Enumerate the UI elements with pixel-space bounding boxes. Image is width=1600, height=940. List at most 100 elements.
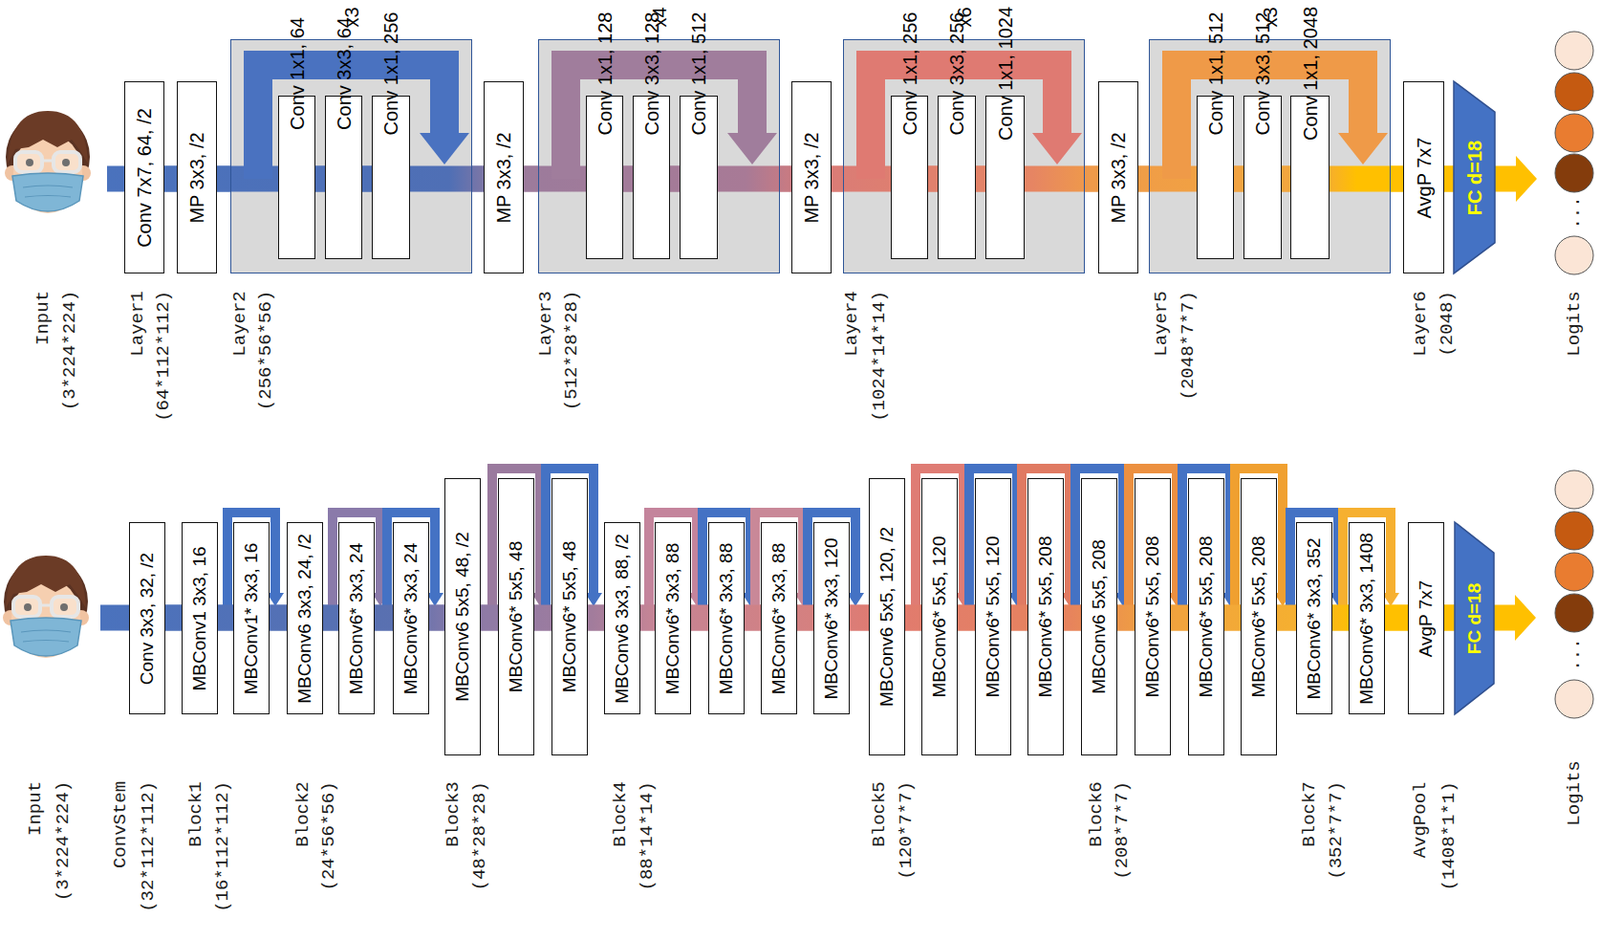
layer-box: MBConv6* 5x5, 120	[974, 477, 1012, 756]
mask	[10, 617, 82, 656]
tensor-label: ...	[1564, 637, 1585, 671]
layer-text: Conv 1x1, 256	[899, 12, 921, 136]
layer-text: AvgP 7x7	[1416, 579, 1437, 657]
layer-box: MBConv1* 3x3, 16	[233, 521, 270, 714]
tensor-label: (3*224*224)	[60, 290, 81, 411]
output-arrowhead	[1515, 155, 1537, 202]
feature-flow	[1384, 605, 1408, 631]
feature-flow	[1444, 605, 1455, 631]
tensor-label: (256*56*56)	[256, 290, 277, 411]
layer-text: MBConv6* 5x5, 208	[1196, 536, 1217, 698]
layer-text: MBConv6* 3x3, 88	[663, 541, 684, 693]
repeat-count: x3	[1259, 6, 1281, 27]
repeat-block: Conv 1x1, 256Conv 3x3, 256Conv 1x1, 1024…	[843, 39, 1085, 274]
feature-flow	[744, 605, 761, 631]
layer-text: MBConv6* 5x5, 208	[1249, 536, 1270, 698]
logit-unit	[1555, 153, 1594, 193]
layer-text: Conv 1x1, 256	[380, 12, 402, 136]
feature-flow	[269, 605, 287, 631]
layer-text: MBConv6* 5x5, 120	[983, 536, 1004, 698]
layer-box: Conv 3x3, 512	[1243, 95, 1282, 260]
feature-flow	[975, 166, 986, 193]
layer-text: MBConv6* 3x3, 88	[716, 541, 737, 693]
layer-text: MBConv6* 5x5, 208	[1143, 536, 1164, 698]
feature-flow	[1084, 166, 1099, 193]
feature-flow	[957, 605, 975, 631]
layer-text: MP 3x3, /2	[186, 131, 208, 223]
layer-box: MBConv6* 3x3, 88	[654, 521, 692, 714]
layer-text: AvgP 7x7	[1413, 136, 1435, 218]
repeat-count: x4	[648, 6, 671, 27]
tensor-label: (3*224*224)	[53, 780, 74, 901]
layer-box: MP 3x3, /2	[176, 81, 217, 274]
mask-pleat	[22, 185, 73, 188]
layer-text: Conv 1x1, 512	[688, 12, 710, 136]
layer-box: MBConv1 3x3, 16	[181, 521, 218, 714]
layer-box: Conv 1x1, 512	[679, 95, 718, 260]
layer-box: MP 3x3, /2	[1098, 81, 1139, 274]
layer-box: MBConv6* 3x3, 120	[813, 521, 850, 714]
layer-text: MBConv6* 5x5, 48	[506, 540, 527, 692]
feature-flow	[928, 166, 938, 193]
layer-box: MBConv6* 3x3, 88	[760, 521, 798, 714]
feature-flow	[779, 166, 792, 193]
layer-box: MBConv6* 3x3, 352	[1296, 521, 1333, 714]
feature-flow	[1276, 605, 1297, 631]
logit-unit	[1555, 31, 1594, 70]
tensor-label: Logits	[1564, 759, 1585, 825]
feature-flow	[797, 605, 814, 631]
feature-flow	[165, 605, 182, 631]
mask-pleat	[21, 629, 71, 632]
mask-pleat	[24, 195, 71, 198]
tensor-label: (208*7*7)	[1111, 780, 1132, 880]
feature-flow	[429, 605, 445, 631]
tensor-label: (24*56*56)	[319, 780, 340, 890]
layer-box: Conv 7x7, 64, /2	[124, 81, 165, 274]
tensor-label: Layer5	[1151, 290, 1172, 356]
layer-box: MBConv6 5x5, 120, /2	[868, 477, 906, 756]
tensor-label: (32*112*112)	[137, 780, 158, 912]
glasses	[15, 151, 43, 173]
logit-unit	[1555, 552, 1594, 591]
tensor-label: Block6	[1086, 780, 1107, 846]
layer-text: MBConv6* 5x5, 208	[1036, 536, 1057, 698]
layer-text: Conv 1x1, 512	[1205, 12, 1227, 136]
layer-box: MP 3x3, /2	[483, 81, 524, 274]
output-arrowhead	[1514, 594, 1536, 641]
feature-flow	[1233, 166, 1244, 193]
tensor-label: Block1	[186, 780, 207, 846]
tensor-label: (64*112*112)	[152, 290, 173, 422]
tensor-label: (1024*14*14)	[868, 290, 889, 422]
layer-text: MBConv1* 3x3, 16	[241, 541, 262, 693]
layer-text: Conv 7x7, 64, /2	[133, 108, 155, 248]
tensor-label: (512*28*28)	[562, 290, 583, 411]
repeat-block: Conv 1x1, 64Conv 3x3, 64Conv 1x1, 256x3	[230, 39, 473, 274]
tensor-label: ConvStem	[110, 780, 131, 868]
feature-flow	[164, 166, 177, 193]
tensor-label: ...	[1564, 195, 1585, 229]
residual-arrowhead	[419, 132, 470, 165]
logit-unit	[1555, 72, 1594, 111]
tensor-label: Layer3	[536, 290, 557, 356]
feature-flow	[323, 605, 339, 631]
layer-text: Conv 1x1, 128	[594, 12, 616, 136]
layer-text: MBConv6 3x3, 88, /2	[612, 533, 633, 703]
feature-flow	[670, 166, 680, 193]
tensor-label: Input	[33, 290, 54, 346]
trapezoid	[1454, 521, 1494, 714]
layer-text: MBConv6* 3x3, 24	[346, 541, 368, 693]
layer-text: Conv 3x3, 256	[946, 12, 968, 136]
residual-arrowhead	[727, 132, 778, 165]
layer-box: MBConv6* 5x5, 208	[1134, 477, 1171, 756]
repeat-block: Conv 1x1, 128Conv 3x3, 128Conv 1x1, 512x…	[538, 39, 780, 274]
layer-box: MBConv6* 3x3, 24	[338, 521, 375, 714]
tensor-label: (88*14*14)	[637, 780, 658, 890]
tensor-label: Input	[25, 780, 46, 836]
feature-flow	[1390, 166, 1404, 193]
layer-text: FC d=18	[1464, 139, 1486, 215]
layer-box: MBConv6 3x3, 88, /2	[604, 521, 641, 714]
layer-text: MBConv6* 5x5, 48	[560, 540, 581, 692]
logit-unit	[1555, 511, 1594, 550]
tensor-label: Layer6	[1410, 290, 1431, 356]
